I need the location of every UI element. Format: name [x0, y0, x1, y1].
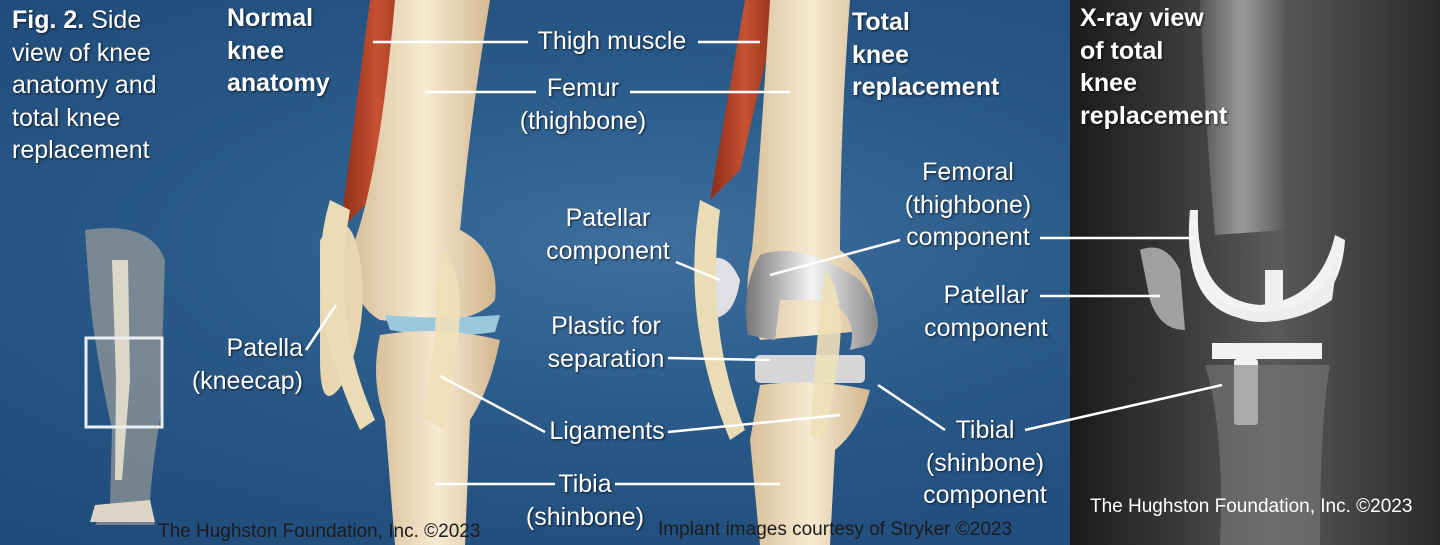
label-tibial-component: Tibial (shinbone) component	[923, 414, 1047, 512]
label-line: component	[906, 223, 1030, 251]
label-line: (shinbone)	[925, 448, 1045, 477]
normal-knee-illustration	[320, 0, 500, 545]
label-patella: Patella (kneecap)	[192, 332, 303, 397]
credit-stryker: Implant images courtesy of Stryker ©2023	[658, 519, 1013, 540]
label-line: component	[923, 481, 1047, 509]
title-line: anatomy	[227, 69, 330, 97]
label-line: component	[546, 236, 670, 265]
panel-title-normal: Normal knee anatomy	[227, 2, 330, 100]
label-line: Femur	[546, 74, 620, 102]
title-line: knee	[852, 40, 909, 69]
caption-line: replacement	[12, 136, 150, 164]
label-line: Tibia	[558, 470, 612, 498]
label-femur: Femur (thighbone)	[520, 72, 646, 137]
figure-number: Fig. 2.	[12, 6, 85, 34]
label-patellar-component-left: Patellar component	[546, 202, 670, 267]
credit-hughston-left: The Hughston Foundation, Inc. ©2023	[158, 521, 481, 542]
title-line: X-ray view	[1080, 4, 1204, 32]
label-plastic: Plastic for separation	[548, 310, 665, 375]
caption-line: view of knee	[12, 38, 151, 67]
panel-title-total: Total knee replacement	[852, 6, 999, 104]
caption-line: Side	[91, 6, 142, 34]
title-line: knee	[1080, 69, 1137, 97]
credit-hughston-right: The Hughston Foundation, Inc. ©2023	[1090, 496, 1413, 517]
title-line: of total	[1080, 36, 1164, 65]
leg-silhouette	[84, 228, 165, 525]
title-line: replacement	[1080, 101, 1228, 130]
zoom-box	[84, 336, 164, 429]
title-line: replacement	[852, 73, 1000, 101]
caption-line: total knee	[12, 103, 121, 132]
label-line: Femoral	[922, 158, 1014, 186]
label-femoral-component: Femoral (thighbone) component	[905, 156, 1031, 254]
xray-image	[1140, 0, 1345, 545]
leader-lines	[304, 40, 1223, 486]
label-line: (thighbone)	[519, 106, 647, 135]
label-patellar-component-right: Patellar component	[924, 279, 1048, 344]
label-tibia: Tibia (shinbone)	[526, 468, 644, 533]
label-line: component	[924, 313, 1048, 342]
label-line: Patella	[226, 334, 303, 362]
panel-title-xray: X-ray view of total knee replacement	[1080, 2, 1227, 132]
label-line: Patellar	[565, 204, 651, 232]
label-ligaments: Ligaments	[549, 417, 665, 445]
label-line: Plastic for	[551, 312, 661, 340]
title-line: knee	[227, 36, 284, 65]
title-line: Total	[852, 8, 910, 36]
label-line: Patellar	[943, 281, 1029, 309]
caption-line: anatomy and	[12, 71, 157, 99]
label-line: (shinbone)	[525, 502, 645, 531]
label-line: (thighbone)	[904, 190, 1032, 219]
title-line: Normal	[227, 4, 314, 32]
label-line: separation	[547, 344, 665, 373]
figure-caption: Fig. 2. Side view of knee anatomy and to…	[12, 4, 157, 167]
label-line: (kneecap)	[191, 366, 303, 395]
total-knee-illustration	[694, 0, 878, 545]
label-thigh-muscle: Thigh muscle	[537, 27, 687, 55]
label-line: Tibial	[955, 416, 1015, 444]
